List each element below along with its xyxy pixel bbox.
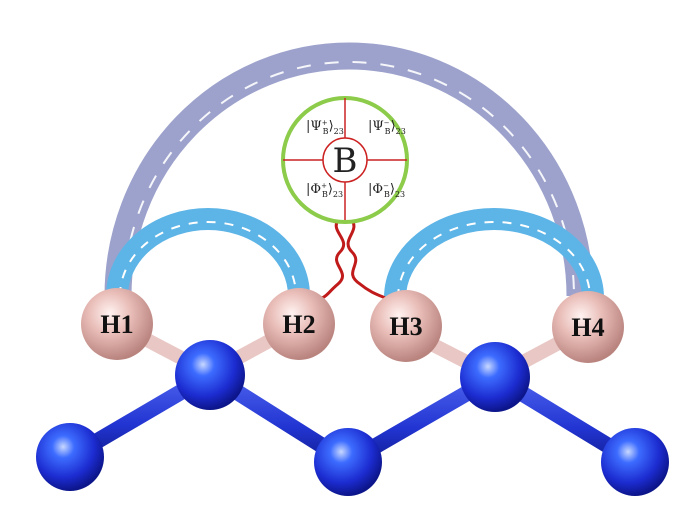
- hydrogen-atom-h3: H3: [370, 290, 442, 362]
- inner-link-arch-right: [384, 208, 604, 299]
- atom-label-h2: H2: [282, 310, 315, 339]
- backbone-atom: [36, 423, 104, 491]
- state-phi-minus: |Φ−B⟩23: [368, 182, 405, 199]
- atom-label-h4: H4: [571, 313, 604, 342]
- bell-state-circle: B |Ψ+B⟩23 |Ψ−B⟩23 |Φ+B⟩23 |Φ−B⟩23: [281, 96, 409, 224]
- atom-label-h3: H3: [389, 312, 422, 341]
- backbone-atoms: [36, 340, 669, 496]
- backbone-atom: [601, 428, 669, 496]
- wavy-link-h2: [312, 218, 346, 300]
- atom-label-h1: H1: [100, 310, 133, 339]
- center-label: B: [333, 141, 358, 181]
- wavy-link-h3: [346, 218, 392, 302]
- backbone-atom: [314, 428, 382, 496]
- outer-link-arch: [104, 42, 594, 297]
- state-phi-plus: |Φ+B⟩23: [306, 182, 343, 199]
- backbone-atom: [460, 342, 530, 412]
- hydrogen-atom-h2: H2: [263, 288, 335, 360]
- hydrogen-atom-h4: H4: [552, 291, 624, 363]
- inner-link-arch-left: [106, 208, 310, 297]
- backbone-atom: [175, 340, 245, 410]
- hydrogen-atom-h1: H1: [81, 288, 153, 360]
- state-psi-plus: |Ψ+B⟩23: [306, 119, 344, 136]
- state-psi-minus: |Ψ−B⟩23: [368, 119, 406, 136]
